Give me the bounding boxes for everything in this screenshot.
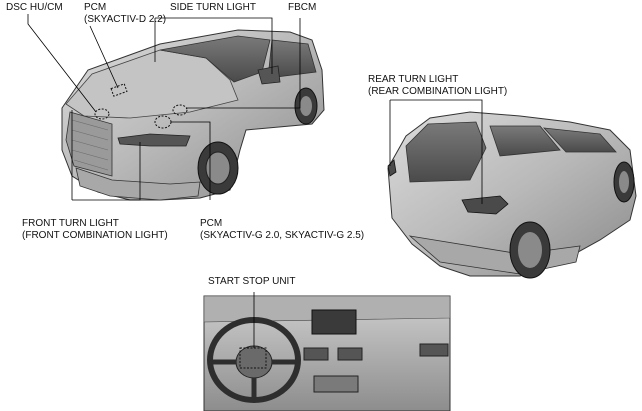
rear-turn-light-label-line1: REAR TURN LIGHT <box>368 74 458 85</box>
leader-lines <box>27 14 483 348</box>
pcm-g-label-line1: PCM <box>200 218 222 229</box>
pcm-d-label-line1: PCM <box>84 2 106 13</box>
rear-turn-light-label-line2: (REAR COMBINATION LIGHT) <box>368 86 507 97</box>
pcm-d-label-line2: (SKYACTIV-D 2.2) <box>84 14 166 25</box>
dsc-hu-cm-label: DSC HU/CM <box>6 2 63 13</box>
front-vehicle-illustration <box>61 29 325 201</box>
fbcm-label: FBCM <box>288 2 316 13</box>
rear-vehicle-illustration <box>387 111 637 279</box>
pcm-g-label-line2: (SKYACTIV-G 2.0, SKYACTIV-G 2.5) <box>200 230 364 241</box>
start-stop-unit-label: START STOP UNIT <box>208 276 295 287</box>
side-turn-light-label: SIDE TURN LIGHT <box>170 2 256 13</box>
front-turn-light-label-line2: (FRONT COMBINATION LIGHT) <box>22 230 168 241</box>
start-stop-location-marker <box>239 347 267 369</box>
dashboard-illustration <box>203 295 451 411</box>
fbcm-location-marker <box>172 104 188 116</box>
front-turn-light-label-line1: FRONT TURN LIGHT <box>22 218 119 229</box>
dsc-hu-cm-location-marker <box>94 108 110 120</box>
